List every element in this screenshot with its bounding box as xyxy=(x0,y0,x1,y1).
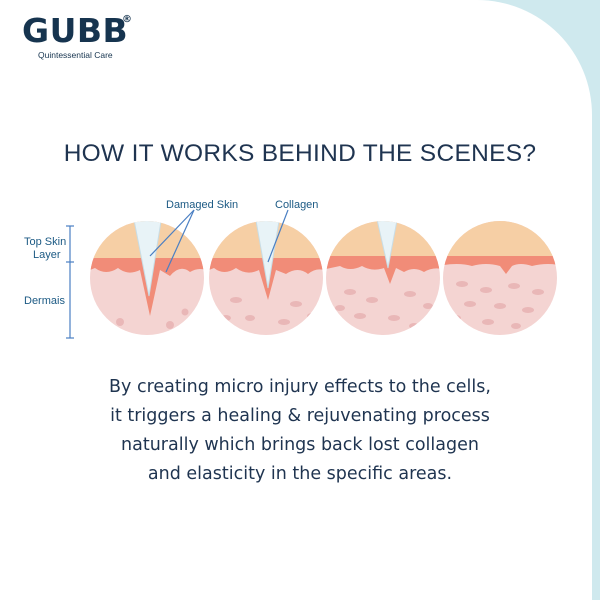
stage-1-circle xyxy=(90,221,204,335)
stage-3-circle xyxy=(326,221,440,335)
brand-name: GUBB xyxy=(22,11,129,50)
layer-scale xyxy=(66,225,74,339)
callouts xyxy=(149,209,289,273)
skin-diagram: Top Skin Layer Dermais xyxy=(24,199,557,339)
description-line: By creating micro injury effects to the … xyxy=(109,377,491,397)
registered-mark: ® xyxy=(122,14,132,25)
label-collagen: Collagen xyxy=(275,199,318,211)
brand-logo: GUBB ® Quintessential Care xyxy=(22,11,132,60)
description-line: it triggers a healing & rejuvenating pro… xyxy=(110,406,490,426)
label-top-skin-line1: Top Skin xyxy=(24,236,66,248)
stage-2-circle xyxy=(209,221,323,335)
label-damaged-skin: Damaged Skin xyxy=(166,199,238,211)
label-dermis: Dermais xyxy=(24,295,65,307)
stage-4-circle xyxy=(443,221,557,335)
label-top-skin-line2: Layer xyxy=(33,249,61,261)
page-title: HOW IT WORKS BEHIND THE SCENES? xyxy=(63,140,537,167)
brand-tagline: Quintessential Care xyxy=(38,50,113,60)
description-line: and elasticity in the specific areas. xyxy=(147,464,453,484)
description: By creating micro injury effects to the … xyxy=(60,373,540,489)
description-line: naturally which brings back lost collage… xyxy=(121,435,479,455)
